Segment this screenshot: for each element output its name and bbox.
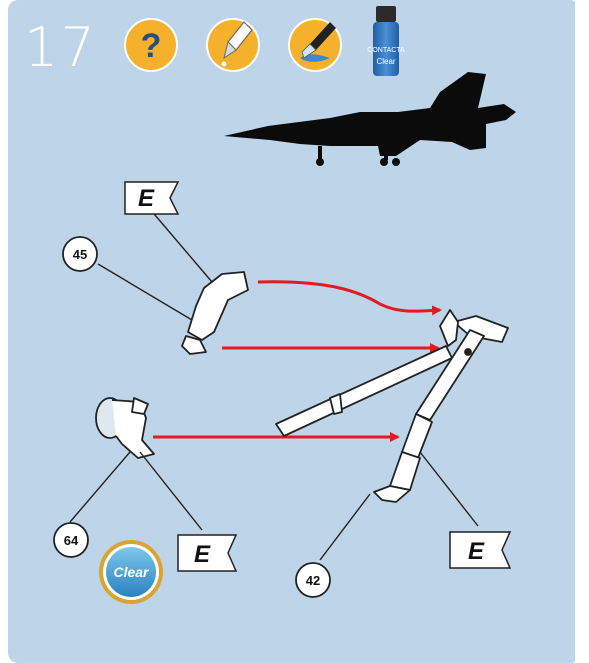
part-number-45: 45: [63, 237, 97, 271]
part-number-64-label: 64: [64, 533, 79, 548]
flag-e-right-label: E: [468, 538, 485, 565]
step-number: 17: [24, 16, 97, 79]
paintbrush-icon: [289, 19, 341, 71]
help-icon-glyph: ?: [141, 27, 162, 65]
flag-e-top: E: [125, 182, 178, 214]
glue-bottle-label: Clear: [376, 57, 395, 66]
part-number-42: 42: [296, 563, 330, 597]
help-icon: ?: [125, 19, 177, 71]
part-number-42-label: 42: [306, 573, 320, 588]
flag-e-left-label: E: [194, 541, 211, 568]
clear-badge-icon: Clear: [99, 540, 163, 604]
flag-e-right: E: [450, 532, 510, 568]
part-number-45-label: 45: [73, 247, 87, 262]
glue-tube-icon: [207, 19, 259, 71]
clear-badge-label: Clear: [113, 564, 150, 580]
flag-e-left: E: [178, 535, 236, 571]
glue-bottle-brand: CONTACTA: [367, 47, 405, 54]
part-number-64: 64: [54, 523, 88, 557]
flag-e-top-label: E: [138, 185, 155, 212]
